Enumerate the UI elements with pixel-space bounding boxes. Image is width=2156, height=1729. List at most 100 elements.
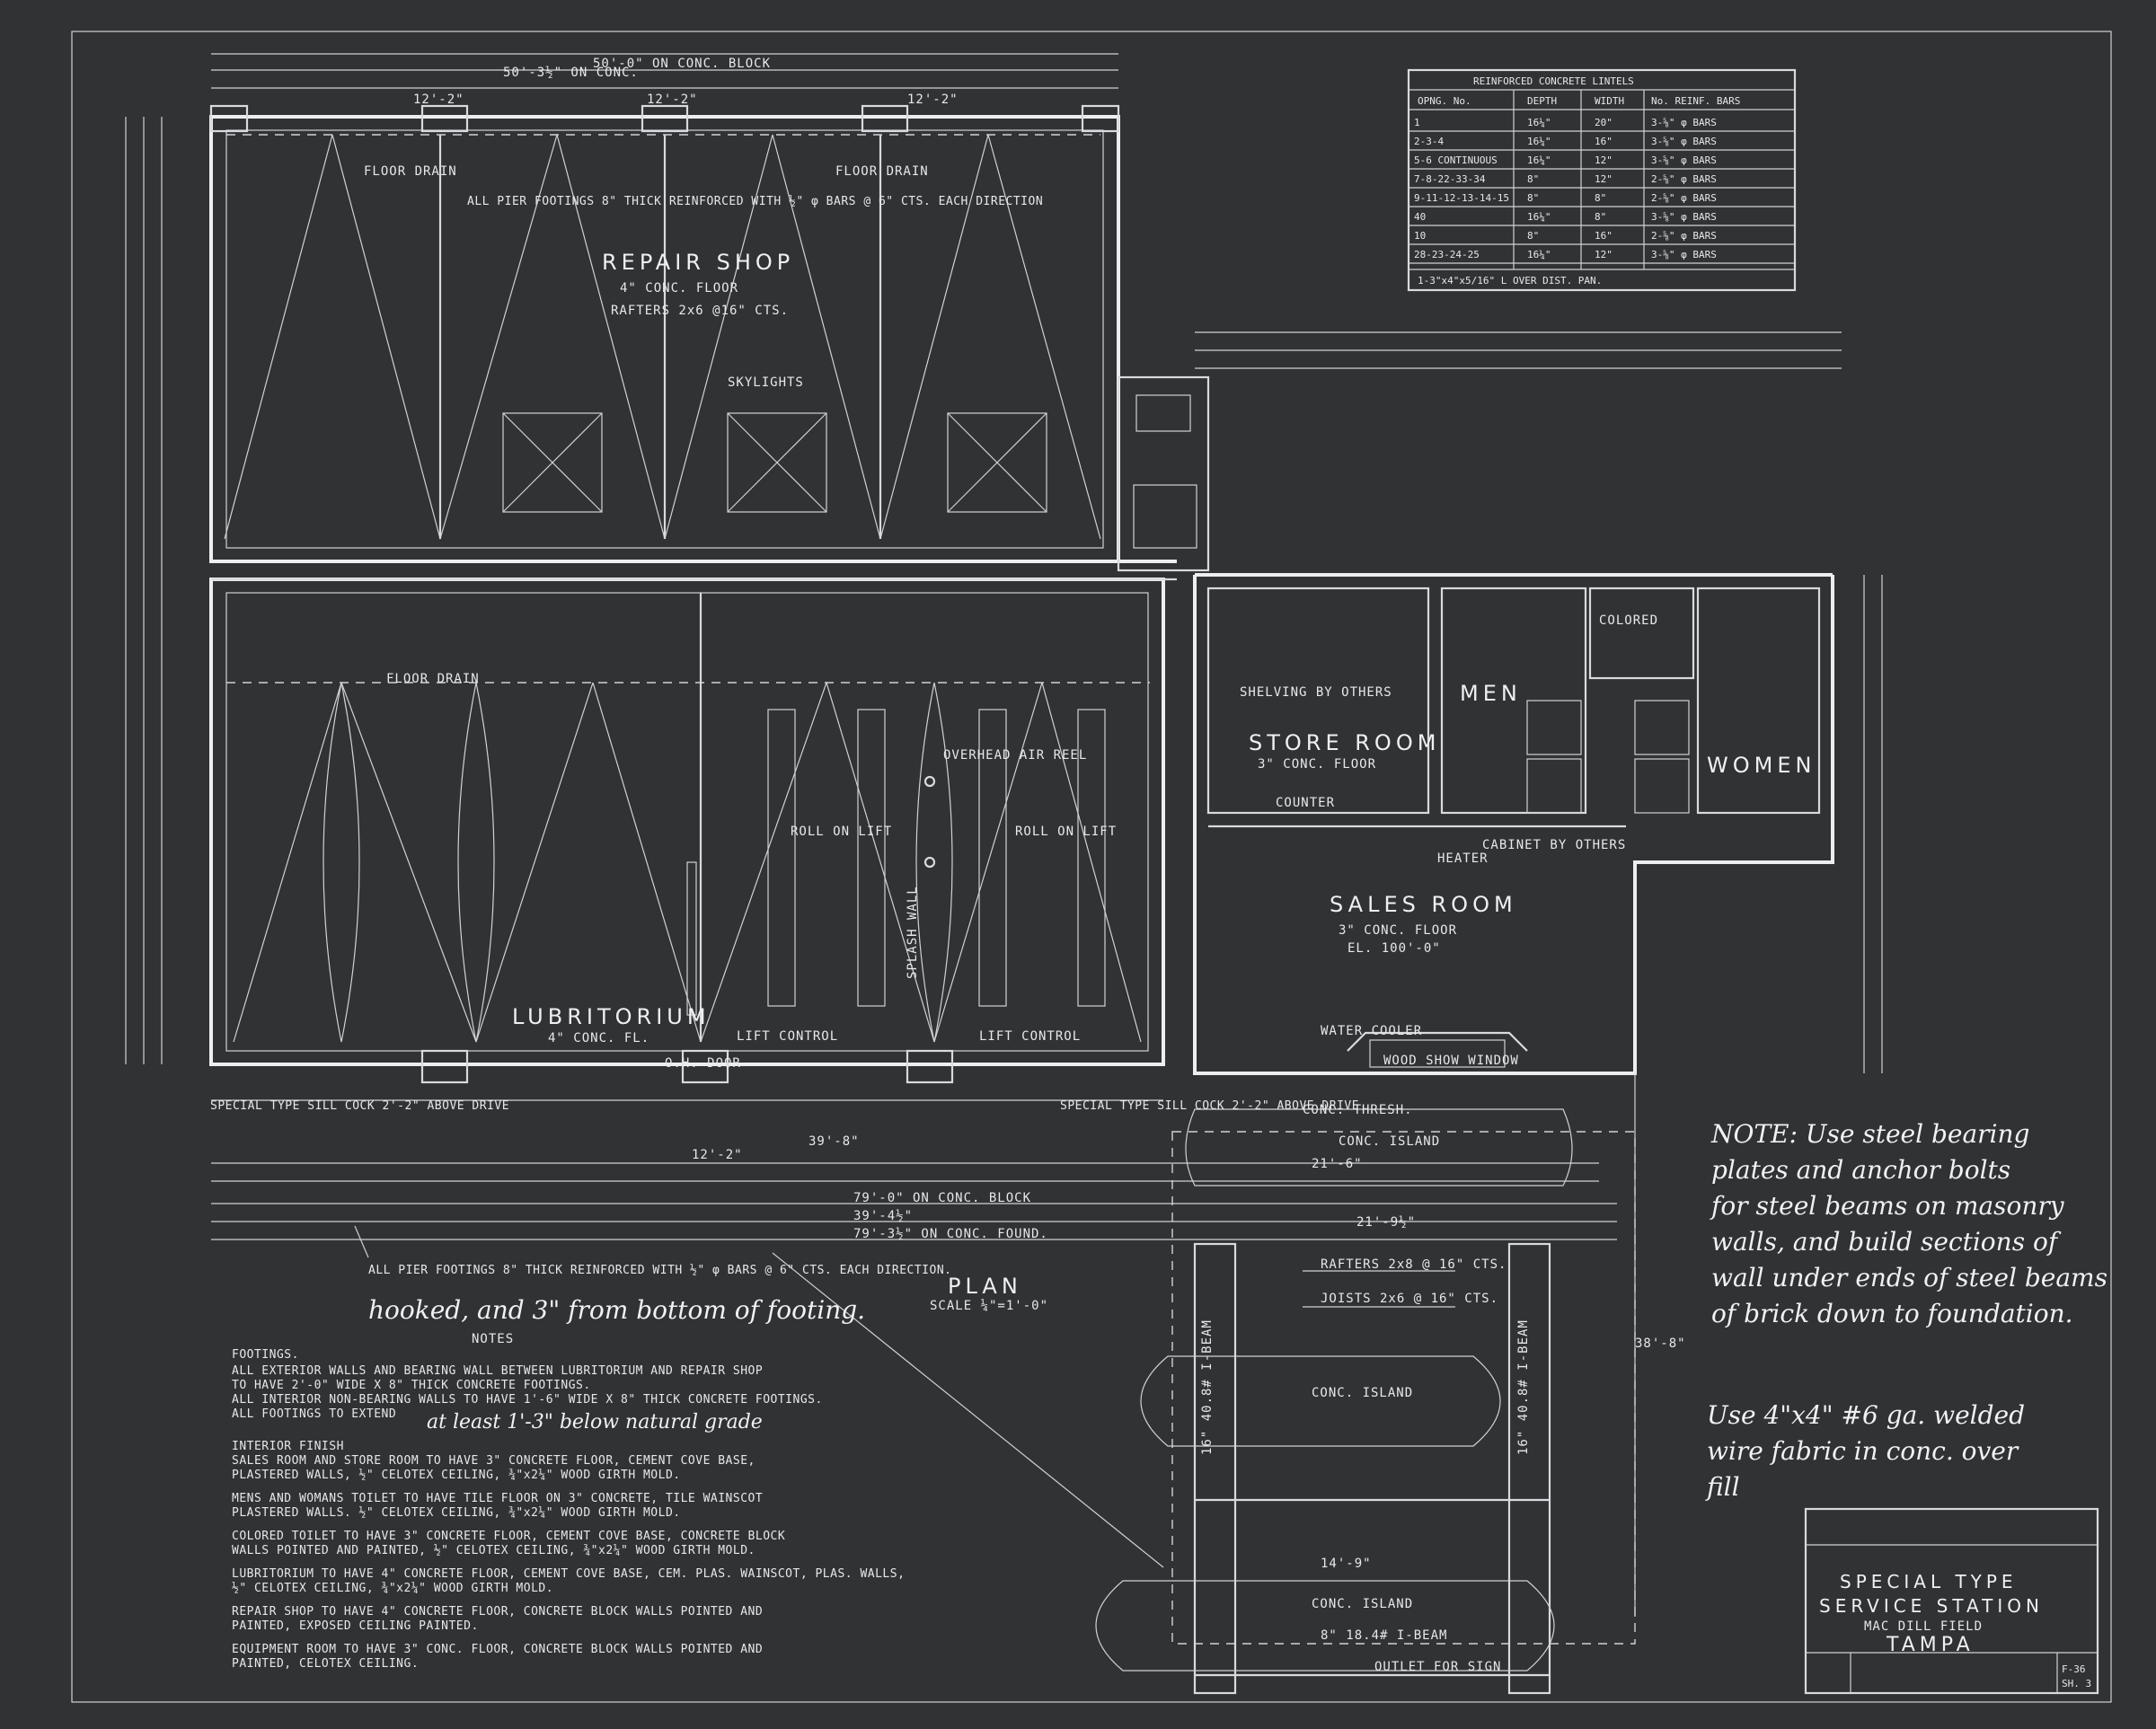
lintel-cell: 3-⅝" φ BARS bbox=[1651, 154, 1717, 166]
water-cooler-label: WATER COOLER bbox=[1321, 1024, 1422, 1038]
pier-note-text: ALL PIER FOOTINGS 8" THICK REINFORCED WI… bbox=[368, 1264, 951, 1277]
dim-79-3: 79'-3½" ON CONC. FOUND. bbox=[853, 1227, 1048, 1241]
hand-note-1-line-4: walls, and build sections of bbox=[1711, 1227, 2062, 1257]
dim-12-2-a: 12'-2" bbox=[413, 93, 464, 107]
lintel-header-opening: OPNG. No. bbox=[1418, 95, 1471, 107]
dim-50-3: 50'-3½" ON CONC. bbox=[503, 66, 639, 80]
repair-shop-floor: 4" CONC. FLOOR bbox=[620, 281, 738, 296]
dim-38-8: 38'-8" bbox=[1635, 1336, 1686, 1351]
lintel-cell: 12" bbox=[1595, 173, 1613, 185]
notes-repair-2: PAINTED, EXPOSED CEILING PAINTED. bbox=[232, 1619, 479, 1633]
special-type-left: SPECIAL TYPE SILL COCK 2'-2" ABOVE DRIVE bbox=[210, 1099, 509, 1113]
lintel-cell: 3-⅝" φ BARS bbox=[1651, 211, 1717, 223]
lintel-cell: 16¼" bbox=[1527, 154, 1551, 166]
pier-note-leader bbox=[772, 1252, 1164, 1568]
plan-scale: SCALE ¼"=1'-0" bbox=[930, 1299, 1048, 1313]
lift-control-1: LIFT CONTROL bbox=[737, 1029, 838, 1044]
title-line-1: SPECIAL TYPE bbox=[1840, 1571, 2018, 1592]
building-walls bbox=[209, 115, 1834, 1075]
roll-on-lift-1: ROLL ON LIFT bbox=[791, 825, 892, 839]
roll-on-lift-2: ROLL ON LIFT bbox=[1015, 825, 1117, 839]
lintel-cell: 5-6 CONTINUOUS bbox=[1414, 154, 1498, 166]
notes-title: NOTES bbox=[472, 1332, 514, 1346]
sheet-number: F-36 bbox=[2062, 1663, 2086, 1675]
title-line-2: SERVICE STATION bbox=[1819, 1595, 2044, 1617]
lintel-cell: 16¼" bbox=[1527, 136, 1551, 147]
shelving-label: SHELVING BY OTHERS bbox=[1240, 685, 1392, 700]
lintel-header-bars: No. REINF. BARS bbox=[1651, 95, 1740, 107]
splash-wall-label: SPLASH WALL bbox=[906, 886, 920, 979]
skylights-label: SKYLIGHTS bbox=[728, 375, 804, 390]
sales-room-floor: 3" CONC. FLOOR bbox=[1339, 923, 1457, 938]
notes-lub-2: ½" CELOTEX CEILING, ¾"x2¼" WOOD GIRTH MO… bbox=[232, 1582, 553, 1595]
conc-island-2: CONC. ISLAND bbox=[1312, 1386, 1413, 1400]
lintel-cell: 16" bbox=[1595, 230, 1613, 242]
notes-mens-2: PLASTERED WALLS. ½" CELOTEX CEILING, ¾"x… bbox=[232, 1506, 681, 1520]
title-block bbox=[1804, 1507, 2099, 1695]
hand-note-1-line-3: for steel beams on masonry bbox=[1710, 1191, 2065, 1221]
lintel-cell: 16¼" bbox=[1527, 249, 1551, 260]
sales-room-title: SALES ROOM bbox=[1330, 892, 1517, 917]
lintel-cell: 8" bbox=[1595, 192, 1606, 204]
floor-drain-label-2: FLOOR DRAIN bbox=[835, 164, 929, 179]
repair-shop-framing bbox=[224, 134, 1101, 540]
notes-colored-2: WALLS POINTED AND PAINTED, ½" CELOTEX CE… bbox=[232, 1544, 755, 1557]
lintel-cell: 2-⅝" φ BARS bbox=[1651, 230, 1717, 242]
conc-island-1: CONC. ISLAND bbox=[1339, 1134, 1440, 1149]
notes-equip-1: EQUIPMENT ROOM TO HAVE 3" CONC. FLOOR, C… bbox=[232, 1643, 763, 1656]
top-door-piers bbox=[209, 104, 1120, 133]
overhead-air-reel: OVERHEAD AIR REEL bbox=[943, 748, 1087, 763]
lintel-cell: 2-⅝" φ BARS bbox=[1651, 173, 1717, 185]
notes-colored-1: COLORED TOILET TO HAVE 3" CONCRETE FLOOR… bbox=[232, 1530, 785, 1543]
lintel-header-width: WIDTH bbox=[1595, 95, 1624, 107]
special-type-right: SPECIAL TYPE SILL COCK 2'-2" ABOVE DRIVE bbox=[1060, 1099, 1359, 1113]
dim-12-2-b: 12'-2" bbox=[647, 93, 698, 107]
lintel-table: REINFORCED CONCRETE LINTELS OPNG. No. DE… bbox=[1407, 68, 1797, 292]
lintel-cell: 16¼" bbox=[1527, 117, 1551, 128]
title-line-3: MAC DILL FIELD bbox=[1864, 1619, 1983, 1634]
joists-canopy: JOISTS 2x6 @ 16" CTS. bbox=[1321, 1292, 1498, 1306]
i-beam-bottom: 8" 18.4# I-BEAM bbox=[1321, 1628, 1447, 1643]
dim-39-8: 39'-8" bbox=[808, 1134, 860, 1149]
notes-repair-1: REPAIR SHOP TO HAVE 4" CONCRETE FLOOR, C… bbox=[232, 1605, 763, 1619]
men-title: MEN bbox=[1460, 681, 1522, 706]
lintel-cell: 12" bbox=[1595, 154, 1613, 166]
lintel-header-depth: DEPTH bbox=[1527, 95, 1557, 107]
bottom-door-piers bbox=[420, 1049, 954, 1084]
rafters-canopy: RAFTERS 2x8 @ 16" CTS. bbox=[1321, 1257, 1507, 1272]
notes-footings-1: ALL EXTERIOR WALLS AND BEARING WALL BETW… bbox=[232, 1364, 763, 1378]
pier-note-handwritten: hooked, and 3" from bottom of footing. bbox=[368, 1295, 865, 1325]
sales-room-el: EL. 100'-0" bbox=[1348, 941, 1441, 956]
plan-title: PLAN bbox=[948, 1274, 1022, 1299]
lubritorium-floor: 4" CONC. FL. bbox=[548, 1031, 649, 1045]
dim-12-2-c: 12'-2" bbox=[907, 93, 959, 107]
hand-note-2-line-2: wire fabric in conc. over bbox=[1707, 1436, 2019, 1466]
lift-control-2: LIFT CONTROL bbox=[979, 1029, 1081, 1044]
lintel-cell: 3-⅝" φ BARS bbox=[1651, 136, 1717, 147]
conc-thresh-label: CONC. THRESH. bbox=[1303, 1103, 1413, 1117]
dim-21-6: 21'-6" bbox=[1312, 1157, 1363, 1171]
dimension-lines bbox=[125, 53, 1883, 1617]
lubritorium-framing bbox=[226, 593, 1150, 1043]
lintel-cell: 7-8-22-33-34 bbox=[1414, 173, 1486, 185]
hand-note-1-line-2: plates and anchor bolts bbox=[1711, 1155, 2010, 1185]
lintel-cell: 8" bbox=[1527, 173, 1539, 185]
pier-footing-note-top: ALL PIER FOOTINGS 8" THICK REINFORCED WI… bbox=[467, 195, 1043, 208]
notes-interior-head: INTERIOR FINISH bbox=[232, 1440, 344, 1453]
i-beam-right: 16" 40.8# I-BEAM bbox=[1516, 1319, 1531, 1455]
lintel-cell: 8" bbox=[1595, 211, 1606, 223]
floor-drain-label-3: FLOOR DRAIN bbox=[386, 672, 480, 686]
lintel-cell: 12" bbox=[1595, 249, 1613, 260]
show-window-label: WOOD SHOW WINDOW bbox=[1383, 1054, 1519, 1068]
lintel-footer: 1-3"x4"x5/16" L OVER DIST. PAN. bbox=[1418, 275, 1602, 287]
lintel-cell: 1 bbox=[1414, 117, 1420, 128]
lintel-cell: 2-3-4 bbox=[1414, 136, 1444, 147]
lintel-cell: 40 bbox=[1414, 211, 1426, 223]
store-room-title: STORE ROOM bbox=[1249, 730, 1440, 755]
sheet-border bbox=[71, 31, 2112, 1703]
heater-label: HEATER bbox=[1437, 851, 1489, 866]
general-notes: NOTES FOOTINGS. ALL EXTERIOR WALLS AND B… bbox=[232, 1332, 905, 1671]
